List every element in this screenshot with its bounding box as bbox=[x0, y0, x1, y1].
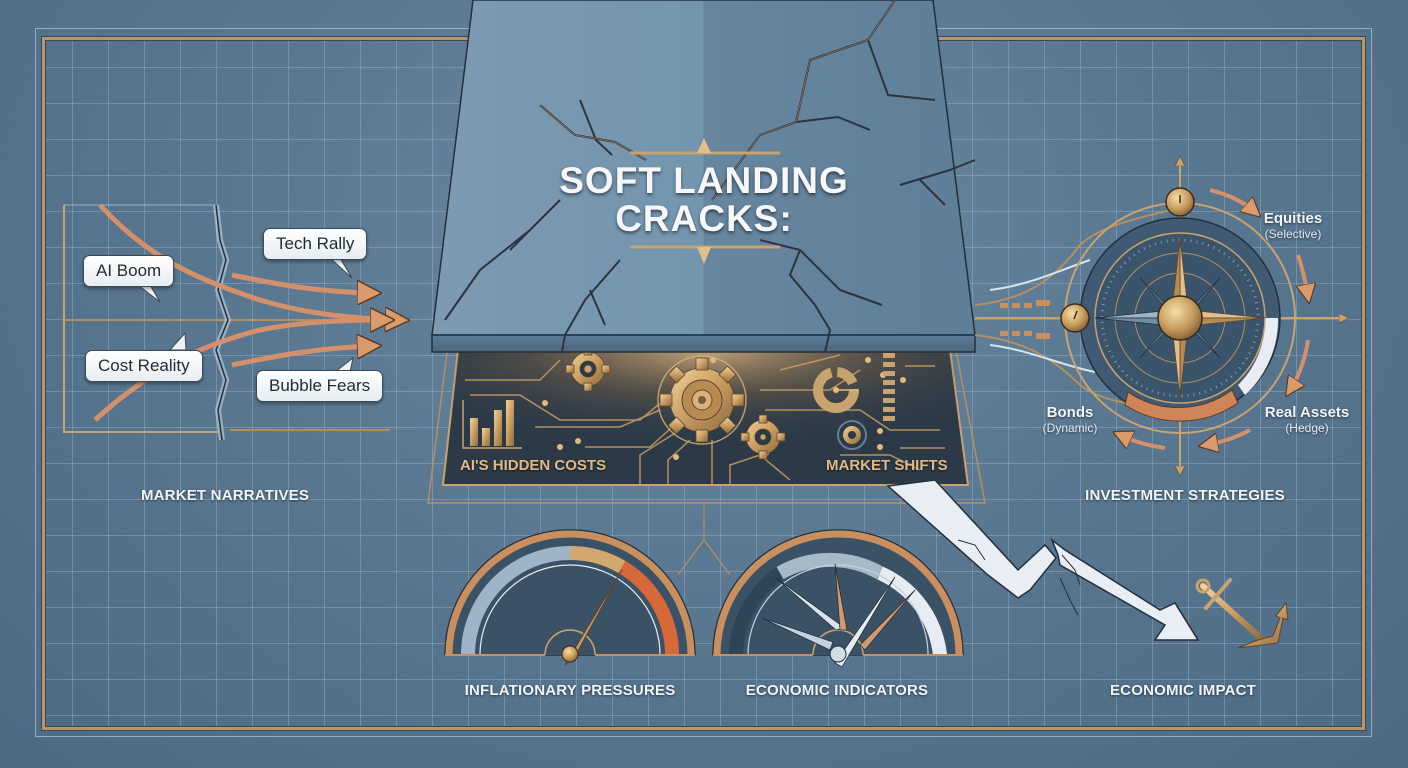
economic-gauge-label: ECONOMIC INDICATORS bbox=[745, 682, 929, 699]
market-narratives-label: MARKET NARRATIVES bbox=[140, 487, 310, 504]
bubble-bubble-fears: Bubble Fears bbox=[256, 370, 384, 402]
bubble-ai-boom: AI Boom bbox=[83, 255, 175, 287]
main-title-line2: CRACKS: bbox=[615, 198, 793, 239]
investment-strategies-label: INVESTMENT STRATEGIES bbox=[1085, 487, 1285, 504]
bonds-label: Bonds bbox=[1046, 404, 1094, 421]
quadrant-bonds: Bonds (Dynamic) bbox=[1043, 404, 1098, 435]
gear-icon bbox=[657, 355, 747, 445]
market-shifts-label: MARKET SHIFTS bbox=[826, 457, 948, 474]
quadrant-real-assets: Real Assets (Hedge) bbox=[1265, 404, 1350, 435]
inflation-gauge bbox=[444, 529, 696, 666]
economic-impact-arrow bbox=[886, 479, 1200, 641]
strategy-compass bbox=[974, 160, 1345, 472]
anchor-icon bbox=[1195, 578, 1289, 649]
donut-chart-icon bbox=[813, 367, 859, 413]
equities-sub: (Selective) bbox=[1264, 227, 1322, 241]
inflation-gauge-label: INFLATIONARY PRESSURES bbox=[464, 682, 676, 699]
bubble-tech-rally: Tech Rally bbox=[263, 228, 368, 260]
economic-gauge bbox=[712, 529, 964, 668]
equities-label: Equities bbox=[1263, 210, 1323, 227]
market-narratives-chart bbox=[63, 203, 400, 441]
bubble-cost-reality: Cost Reality bbox=[85, 350, 203, 382]
hidden-costs-label: AI'S HIDDEN COSTS bbox=[460, 457, 607, 474]
real-assets-label: Real Assets bbox=[1264, 404, 1350, 421]
economic-impact-label: ECONOMIC IMPACT bbox=[1109, 682, 1257, 699]
quadrant-equities: Equities (Selective) bbox=[1264, 210, 1322, 241]
main-title-line1: SOFT LANDING bbox=[559, 160, 849, 201]
cracked-slab bbox=[431, 0, 976, 353]
title-ornament bbox=[630, 138, 780, 264]
bar-chart-icon bbox=[462, 400, 522, 449]
real-assets-sub: (Hedge) bbox=[1285, 421, 1329, 435]
hidden-costs-panel bbox=[427, 344, 986, 576]
bonds-sub: (Dynamic) bbox=[1042, 421, 1098, 435]
